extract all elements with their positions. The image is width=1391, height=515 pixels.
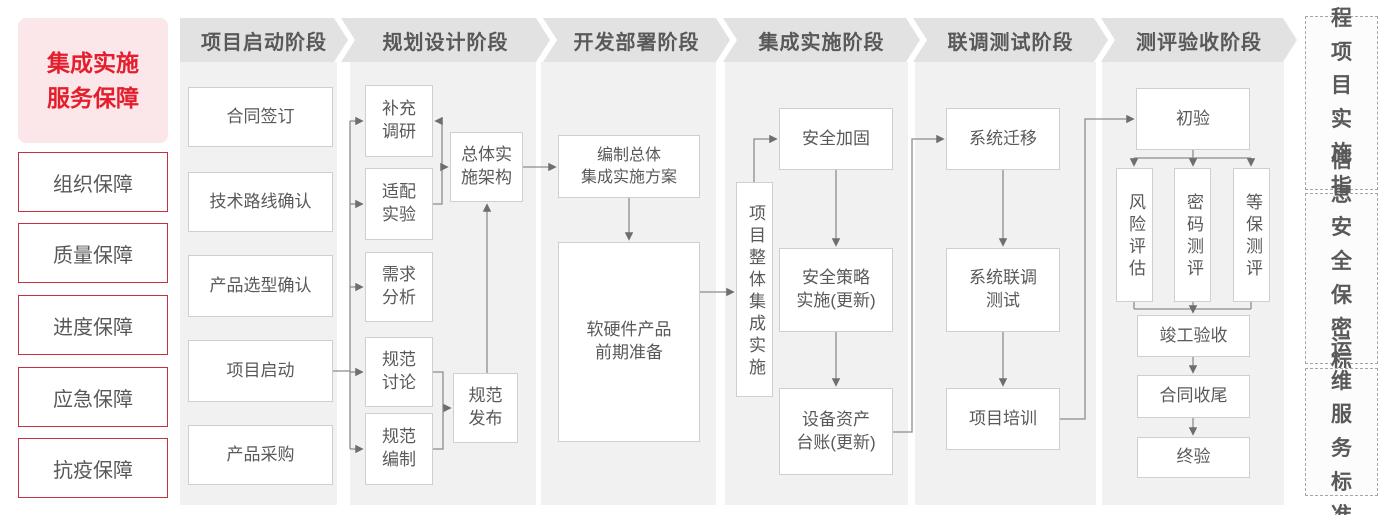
node-product-selection-confirm: 产品选型确认 — [188, 255, 333, 317]
node-security-hardening: 安全加固 — [779, 108, 893, 170]
node-equipment-asset-ledger: 设备资产 台账(更新) — [779, 388, 893, 475]
guarantee-item-emergency: 应急保障 — [18, 367, 168, 427]
guarantee-item-quality: 质量保障 — [18, 223, 168, 283]
node-project-kickoff: 项目启动 — [188, 340, 333, 402]
node-requirement-analysis: 需求 分析 — [365, 252, 433, 322]
connector-initial-split — [1134, 150, 1251, 159]
node-final-acceptance: 终验 — [1137, 437, 1250, 478]
node-tech-route-confirm: 技术路线确认 — [188, 172, 333, 232]
node-contract-closure: 合同收尾 — [1137, 375, 1250, 418]
phase-header-4: 集成实施阶段 — [723, 18, 920, 62]
node-supplementary-research: 补充 调研 — [365, 85, 433, 157]
connector-ledger-migration — [893, 134, 945, 433]
node-project-training: 项目培训 — [946, 388, 1060, 450]
guarantee-item-schedule: 进度保障 — [18, 295, 168, 355]
node-security-policy-impl: 安全策略 实施(更新) — [779, 248, 893, 332]
connector-integration-hardening — [753, 134, 778, 182]
node-contract-signing: 合同签订 — [188, 87, 333, 147]
connector-kickoff-bus — [333, 121, 351, 449]
node-spec-release: 规范 发布 — [453, 373, 518, 443]
connector-compilation-release — [433, 408, 444, 450]
standard-item-ops-service-text: 运维 服务 标准 — [1331, 336, 1362, 515]
node-spec-compilation: 规范 编制 — [365, 413, 433, 485]
guarantee-item-epidemic: 抗疫保障 — [18, 438, 168, 498]
node-initial-acceptance: 初验 — [1136, 88, 1250, 150]
node-classified-protection-eval: 等保测评 — [1233, 168, 1270, 302]
node-overall-impl-architecture: 总体实 施架构 — [450, 132, 523, 202]
node-hw-sw-preparation: 软硬件产品 前期准备 — [558, 242, 700, 442]
phase-header-2: 规划设计阶段 — [341, 18, 550, 62]
node-completion-acceptance: 竣工验收 — [1137, 315, 1250, 357]
node-overall-integration-plan: 编制总体 集成实施方案 — [558, 135, 700, 198]
phase-header-1: 项目启动阶段 — [180, 18, 348, 62]
guarantee-item-organization: 组织保障 — [18, 152, 168, 212]
node-crypto-evaluation: 密码测评 — [1174, 168, 1211, 302]
node-product-procurement: 产品采购 — [188, 425, 333, 485]
node-system-migration: 系统迁移 — [946, 108, 1060, 170]
left-panel-title: 集成实施 服务保障 — [18, 18, 168, 143]
connector-training-initial — [1060, 114, 1135, 420]
node-spec-discussion: 规范 讨论 — [365, 337, 433, 407]
node-overall-project-integration: 项目整体集成实施 — [736, 182, 773, 397]
node-risk-assessment: 风险评估 — [1116, 168, 1153, 302]
node-adaptation-test: 适配 实验 — [365, 168, 433, 240]
standard-item-infosec-confidentiality: 信息 安全 保密 标准 — [1305, 149, 1378, 407]
standard-item-ops-service: 运维 服务 标准 — [1305, 336, 1378, 515]
phase-header-3: 开发部署阶段 — [543, 18, 730, 62]
phase-header-6: 测评验收阶段 — [1101, 18, 1297, 62]
node-system-joint-test: 系统联调 测试 — [946, 248, 1060, 332]
connector-discussion-release — [433, 371, 452, 413]
phase-header-5: 联调测试阶段 — [913, 18, 1108, 62]
connector-adaptation-research — [433, 116, 443, 205]
